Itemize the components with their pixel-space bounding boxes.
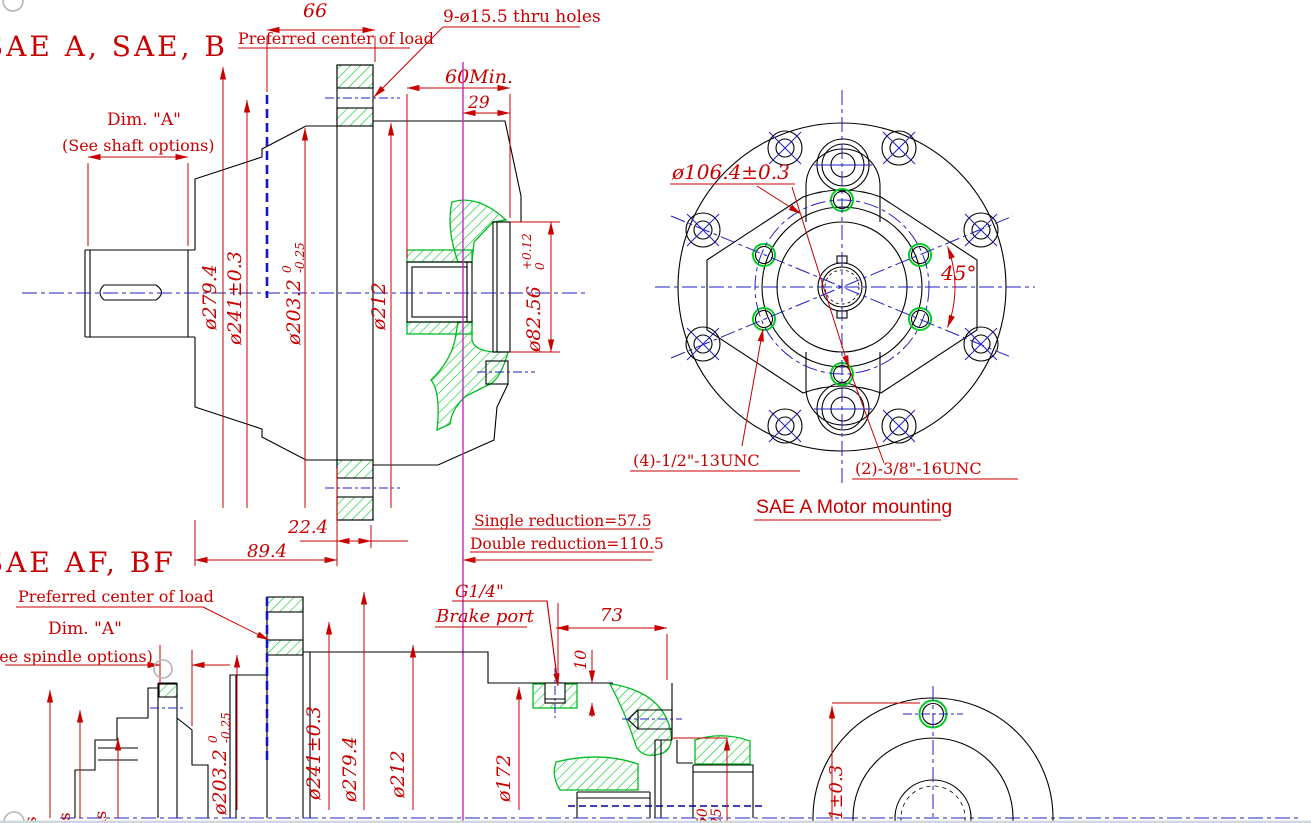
dia-1064-label: ø106.4±0.3 — [671, 160, 790, 184]
dia-241-label: ø241±0.3 — [224, 251, 246, 346]
dia-8256-tol-hi: +0.12 — [520, 233, 534, 270]
dia-203-label: ø203.2 — [283, 279, 305, 346]
partial-mounting-view: 1±0.3 — [812, 686, 1054, 823]
thru-holes-label: 9-ø15.5 thru holes — [443, 7, 601, 27]
option-label-2: options — [55, 812, 74, 823]
tol-lo-label: +0.025 — [709, 808, 725, 823]
brake-port-label: Brake port — [435, 606, 535, 627]
tap-4-label: (4)-1/2"-13UNC — [633, 451, 760, 470]
single-reduction-label: Single reduction=57.5 — [474, 512, 652, 530]
centerlines-2 — [60, 597, 1300, 819]
dia-212-label-2: ø212 — [387, 750, 409, 799]
dia-203-tol-lo: -0.25 — [293, 242, 307, 273]
dim-224-label: 22.4 — [287, 517, 328, 538]
dimensions-2 — [5, 591, 731, 821]
angle-45-label: 45° — [940, 261, 976, 285]
dim-10-label: 10 — [571, 650, 590, 670]
option-label-3: le options — [91, 811, 110, 823]
dia-203-tol-hi: 0 — [280, 265, 294, 273]
ui-handle-mid-left — [153, 659, 173, 679]
mounting-dimensions — [630, 183, 1018, 521]
view-bottom-title: SAE AF, BF — [0, 546, 176, 579]
option-label-1: options — [21, 816, 40, 823]
dia-8256-tol-lo: 0 — [533, 262, 547, 270]
center-of-load-label: Preferred center of load — [238, 29, 434, 48]
dia-279-label: ø279.4 — [199, 264, 221, 331]
dim-a-label-2: Dim. "A" — [48, 619, 122, 639]
center-of-load-label-2: Preferred center of load — [18, 587, 214, 606]
dimensions — [87, 26, 654, 566]
dia-203-label-2: ø203.2 — [209, 749, 231, 816]
dim-66-label: 66 — [303, 0, 327, 22]
outer-bolt-holes — [685, 130, 999, 444]
dim-a-note-2: (See spindle options) — [0, 647, 153, 666]
outline-geometry — [84, 64, 522, 521]
dim-73-label: 73 — [600, 605, 623, 626]
dia-8256-label: ø82.56 — [523, 286, 545, 353]
double-reduction-label: Double reduction=110.5 — [470, 535, 664, 553]
side-view-sae-a-b: SAE A, SAE, B Dim. "A" (See shaft option… — [0, 0, 664, 566]
mounting-face-view: ø106.4±0.3 45° (4)-1/2"-13UNC (2)-3/8"-1… — [630, 90, 1035, 521]
dia-203-tol-lo-2: -0.25 — [219, 712, 233, 743]
tap-2-label: (2)-3/8"-16UNC — [855, 459, 982, 478]
tol-hi-label: +0.150 — [695, 808, 711, 823]
dim-a-note: (See shaft options) — [62, 136, 215, 155]
dia-241-label-2: ø241±0.3 — [303, 706, 325, 801]
dia-203-tol-hi-2: 0 — [206, 735, 220, 743]
g14-label: G1/4" — [455, 582, 504, 602]
dim-894-label: 89.4 — [247, 541, 287, 562]
view-top-title: SAE A, SAE, B — [0, 30, 228, 63]
dim-29-label: 29 — [467, 93, 490, 113]
viewport-bottom-edge — [0, 820, 1311, 823]
ui-handle-top-left — [2, 0, 24, 12]
dia-212-label: ø212 — [368, 282, 390, 331]
mounting-caption: SAE A Motor mounting — [756, 496, 952, 518]
side-view-sae-af-bf: SAE AF, BF Preferred center of load Dim.… — [0, 546, 1300, 823]
dia-172-label: ø172 — [493, 754, 515, 803]
dimensions-3 — [828, 702, 920, 821]
dia-279-label-2: ø279.4 — [339, 736, 361, 803]
dim-1-03-label: 1±0.3 — [826, 765, 847, 820]
dim-a-label: Dim. "A" — [107, 110, 181, 130]
mounting-centerlines — [655, 90, 1035, 487]
dim-60min-label: 60Min. — [445, 66, 513, 88]
